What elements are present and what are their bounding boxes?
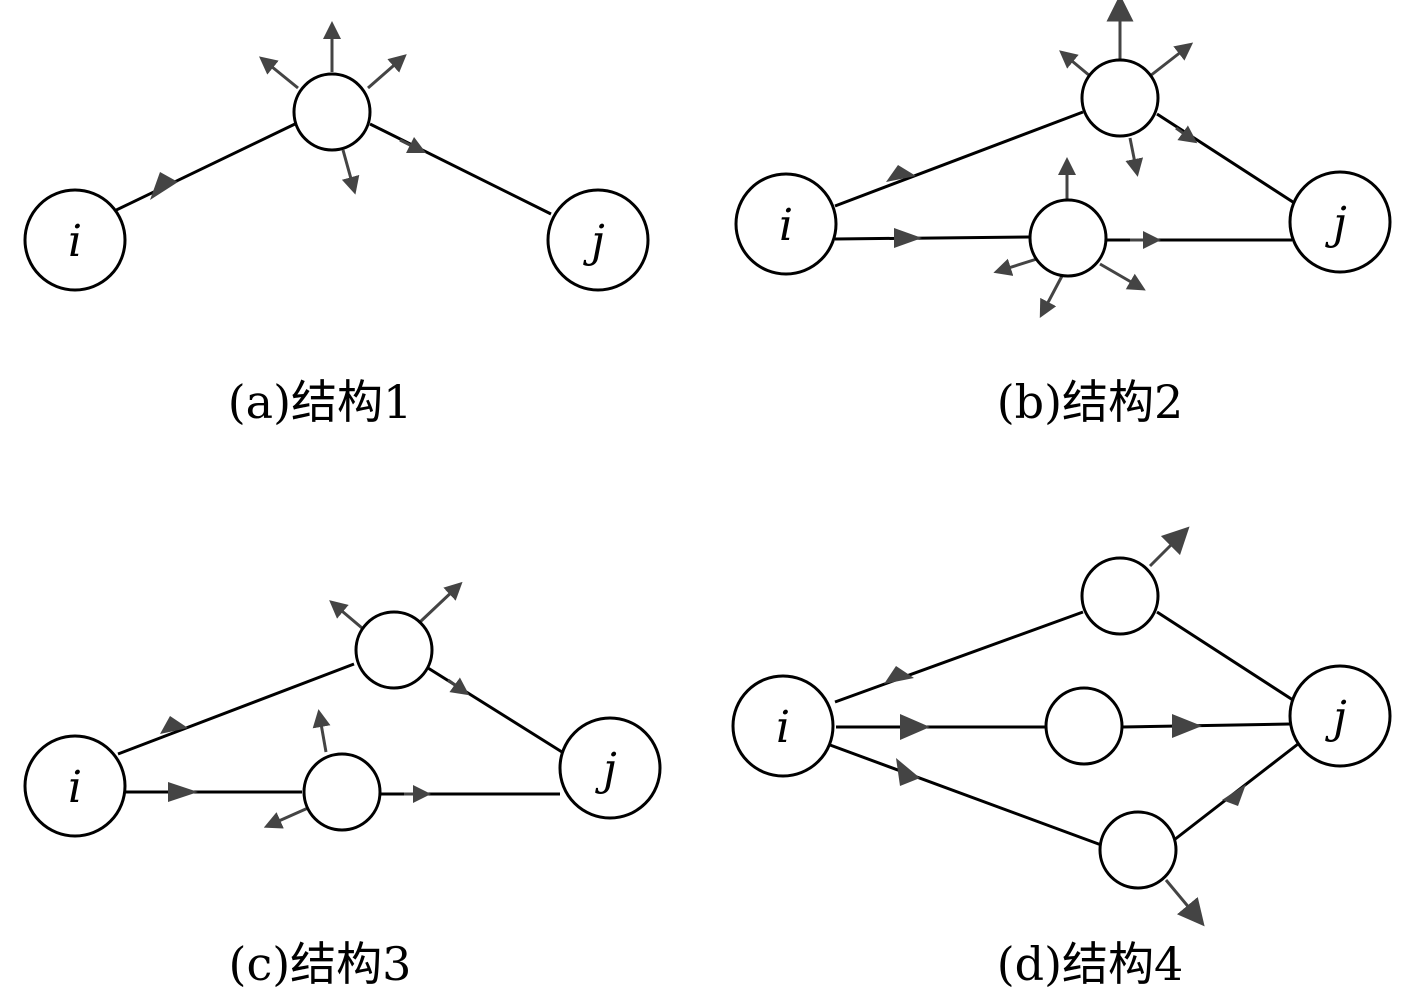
panel-d: i j (d)结构4	[731, 526, 1392, 991]
panel-caption: (d)结构4	[997, 937, 1184, 991]
broadcast-arrow	[1059, 50, 1091, 78]
broadcast-arrow	[263, 806, 309, 829]
edge-arrow	[900, 714, 930, 740]
target-node	[546, 188, 650, 292]
edge-top-relay-to-j	[1156, 610, 1297, 704]
edge-arrow	[894, 228, 922, 248]
panel-a: i j (a)结构1	[23, 21, 650, 429]
source-label: i	[776, 702, 790, 753]
edge-arrow	[168, 782, 198, 802]
edge-arrow	[896, 758, 920, 786]
source-node	[23, 734, 127, 838]
edge-i-to-top-relay	[834, 610, 1084, 704]
edge-i-to-upper-relay	[834, 110, 1084, 208]
source-label: i	[68, 762, 82, 813]
edge-i-to-bottom-relay	[829, 743, 1105, 848]
edge-arrow	[886, 165, 916, 182]
edge-arrow	[1222, 784, 1246, 806]
edge-i-to-relay	[107, 122, 296, 216]
edge-relay-to-j	[369, 122, 552, 216]
broadcast-arrow	[1039, 275, 1064, 318]
middle-relay-node	[1044, 686, 1124, 766]
target-node	[1288, 170, 1392, 274]
edge-arrow	[160, 716, 188, 734]
edge-arrow	[1175, 125, 1198, 144]
broadcast-arrow	[993, 256, 1041, 276]
broadcast-arrow	[1149, 42, 1194, 78]
broadcast-arrow	[1148, 526, 1190, 568]
panel-caption: (c)结构3	[229, 937, 412, 991]
source-label: i	[779, 200, 793, 251]
edge-arrow	[884, 666, 914, 684]
broadcast-arrow	[1125, 137, 1144, 177]
broadcast-arrow	[418, 581, 463, 624]
top-relay-node	[1080, 556, 1160, 636]
edge-i-to-lower-relay	[834, 235, 1031, 241]
broadcast-arrow	[312, 709, 331, 753]
broadcast-arrow	[259, 56, 299, 90]
upper-relay-node	[1080, 58, 1160, 138]
broadcast-arrow	[1164, 879, 1205, 927]
edge-i-to-upper-relay	[117, 662, 355, 756]
edge-middle-relay-to-j	[1121, 722, 1291, 729]
lower-relay-node	[302, 752, 382, 832]
bottom-relay-node	[1098, 810, 1178, 890]
edge-arrow	[447, 677, 470, 696]
broadcast-arrow	[329, 600, 363, 630]
lower-relay-node	[1028, 198, 1108, 278]
source-node	[731, 674, 835, 778]
panel-c: i j (c)结构3	[23, 581, 662, 991]
broadcast-arrow	[341, 149, 360, 195]
edge-arrow	[150, 172, 178, 200]
source-node	[734, 172, 838, 276]
target-node	[1288, 664, 1392, 768]
panel-caption: (b)结构2	[997, 375, 1184, 429]
source-label: i	[68, 216, 82, 267]
broadcast-arrow	[1099, 262, 1146, 291]
relay-node	[292, 72, 372, 152]
edge-arrow	[399, 136, 427, 154]
upper-relay-node	[354, 610, 434, 690]
target-node	[558, 716, 662, 820]
panel-b: i j (b)结构2	[734, 0, 1392, 429]
source-node	[23, 188, 127, 292]
broadcast-arrow	[367, 54, 407, 90]
edge-arrow	[1172, 714, 1202, 738]
panel-caption: (a)结构1	[228, 375, 413, 429]
